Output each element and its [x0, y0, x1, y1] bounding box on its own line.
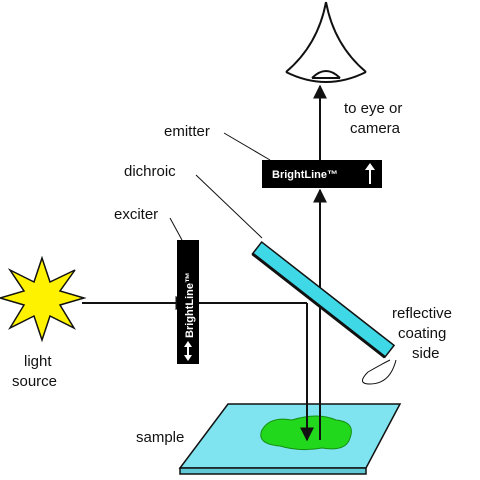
exciter-arrowhead-bottom [184, 355, 192, 361]
dichroic-label: dichroic [124, 163, 176, 180]
reflective-label-line2: coating [398, 325, 446, 342]
sample-label: sample [136, 429, 184, 446]
exciter-filter: BrightLine™ [177, 240, 199, 364]
emitter-leader [223, 132, 271, 161]
reflective-label-line3: side [412, 345, 440, 362]
sample-slide-edge [179, 467, 367, 475]
exciter-filter-text: BrightLine™ [184, 272, 196, 338]
eye-icon [285, 1, 367, 83]
reflective-side-leader [362, 359, 397, 385]
exciter-leader [169, 217, 183, 241]
light-source-label-line2: source [12, 373, 57, 390]
emitter-filter-text: BrightLine™ [272, 169, 338, 181]
emitter-arrowhead [365, 163, 375, 170]
light-source-label-line1: light [24, 353, 52, 370]
exciter-label: exciter [114, 206, 158, 223]
eye-label-line2: camera [350, 120, 401, 137]
sunburst-icon [0, 255, 87, 343]
reflective-label-line1: reflective [392, 305, 452, 322]
dichroic-leader [195, 174, 263, 239]
exciter-arrowhead-top [184, 341, 192, 347]
eye-label-line1: to eye or [344, 100, 402, 117]
emitter-label: emitter [164, 123, 210, 140]
emitter-filter: BrightLine™ [262, 160, 382, 188]
dichroic-mirror [251, 240, 396, 359]
